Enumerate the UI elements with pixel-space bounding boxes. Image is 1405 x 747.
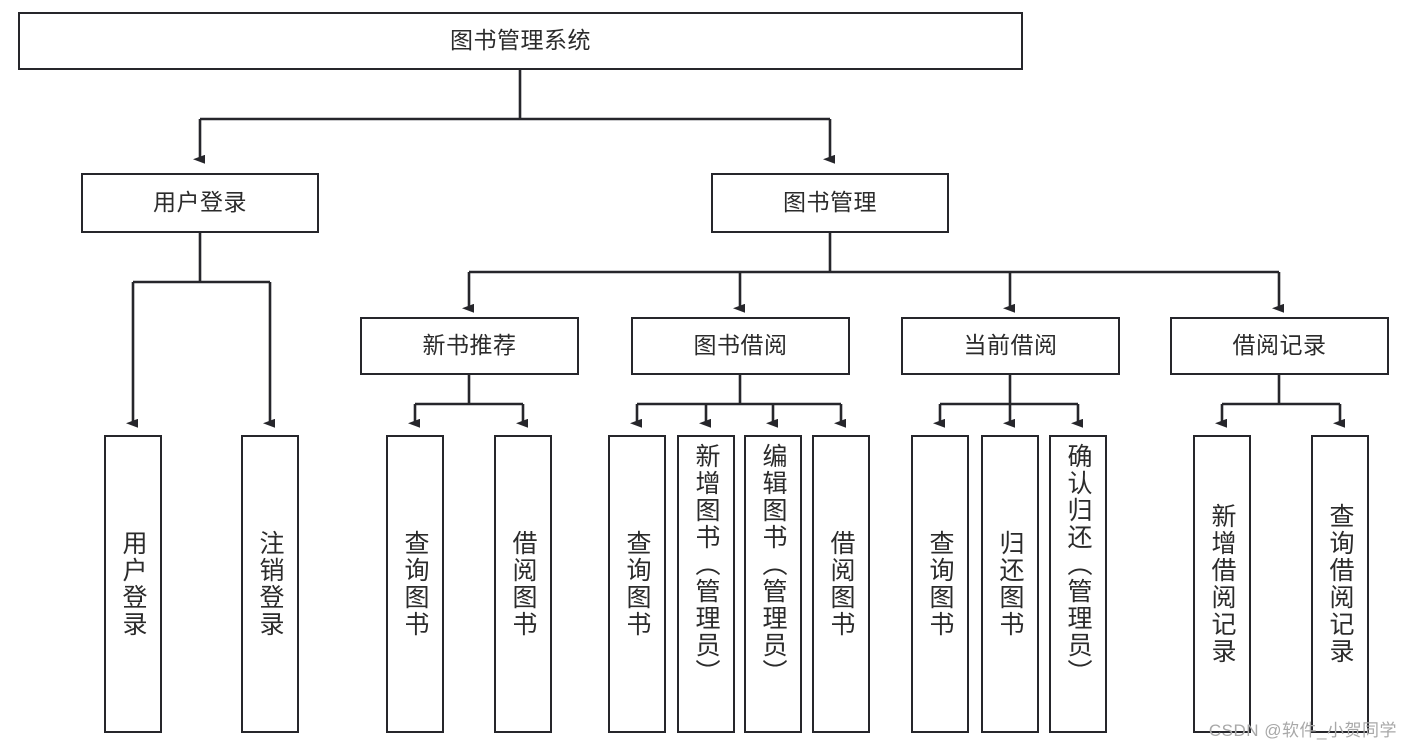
node-root-system[interactable]: 图书管理系统	[18, 12, 1023, 70]
leaf-borrow-edit-book-admin[interactable]: 编辑图书（管理员）	[744, 435, 802, 733]
node-label: 查询图书	[926, 530, 954, 638]
leaf-user-login-logout[interactable]: 注销登录	[241, 435, 299, 733]
node-borrow-record[interactable]: 借阅记录	[1170, 317, 1389, 375]
leaf-user-login-login[interactable]: 用户登录	[104, 435, 162, 733]
leaf-current-query-book[interactable]: 查询图书	[911, 435, 969, 733]
node-label: 查询借阅记录	[1326, 503, 1354, 665]
leaf-borrow-query-book[interactable]: 查询图书	[608, 435, 666, 733]
node-label: 新增图书（管理员）	[692, 443, 720, 686]
node-label: 借阅记录	[1232, 332, 1327, 359]
leaf-borrow-borrow-book[interactable]: 借阅图书	[812, 435, 870, 733]
node-user-login[interactable]: 用户登录	[81, 173, 319, 233]
node-label: 图书借阅	[693, 332, 788, 359]
node-label: 用户登录	[153, 189, 247, 216]
leaf-current-confirm-return-admin[interactable]: 确认归还（管理员）	[1049, 435, 1107, 733]
node-label: 确认归还（管理员）	[1064, 443, 1092, 686]
leaf-new-book-borrow[interactable]: 借阅图书	[494, 435, 552, 733]
leaf-record-add-record[interactable]: 新增借阅记录	[1193, 435, 1251, 733]
node-label: 借阅图书	[509, 530, 537, 638]
node-label: 注销登录	[256, 530, 284, 638]
leaf-current-return-book[interactable]: 归还图书	[981, 435, 1039, 733]
leaf-record-query-record[interactable]: 查询借阅记录	[1311, 435, 1369, 733]
node-label: 借阅图书	[827, 530, 855, 638]
node-label: 用户登录	[119, 530, 147, 638]
node-label: 新书推荐	[422, 332, 517, 359]
node-current-borrow[interactable]: 当前借阅	[901, 317, 1120, 375]
node-label: 编辑图书（管理员）	[759, 443, 787, 686]
node-label: 当前借阅	[963, 332, 1058, 359]
node-label: 图书管理	[783, 189, 877, 216]
node-label: 图书管理系统	[450, 27, 591, 54]
node-label: 归还图书	[996, 530, 1024, 638]
node-book-borrow[interactable]: 图书借阅	[631, 317, 850, 375]
node-label: 查询图书	[623, 530, 651, 638]
leaf-new-book-query[interactable]: 查询图书	[386, 435, 444, 733]
node-label: 查询图书	[401, 530, 429, 638]
csdn-watermark: CSDN @软件_小贺同学	[1208, 721, 1397, 740]
leaf-borrow-add-book-admin[interactable]: 新增图书（管理员）	[677, 435, 735, 733]
node-label: 新增借阅记录	[1208, 503, 1236, 665]
node-book-management[interactable]: 图书管理	[711, 173, 949, 233]
node-new-book-recommend[interactable]: 新书推荐	[360, 317, 579, 375]
